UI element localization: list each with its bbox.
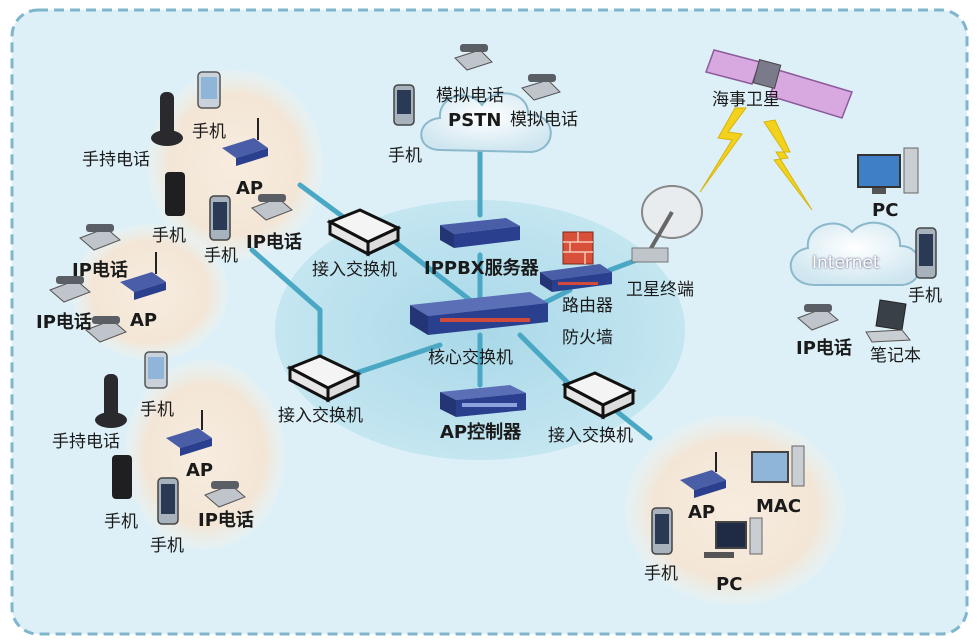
g1-ap-icon: [222, 118, 268, 166]
g1-mobile-b-icon: [165, 172, 185, 216]
g3-mobile-b-icon: [112, 455, 132, 499]
internet-label: Internet: [812, 253, 880, 273]
access-switch-1-label: 接入交换机: [312, 260, 397, 280]
lightning-left-icon: [699, 107, 747, 193]
g4-mobile-icon: [651, 507, 673, 555]
router-label: 路由器: [562, 296, 613, 316]
network-links: [249, 147, 653, 441]
satellite-dish-icon: [631, 185, 703, 263]
g3-mobile-a-label: 手机: [140, 400, 174, 420]
g1-mobile-a-icon: [197, 71, 221, 109]
g4-ap-icon: [680, 452, 726, 498]
g1-handset-icon: [151, 92, 183, 146]
g1-ip-phone-label: IP电话: [246, 232, 302, 253]
ip-phone-right-label: IP电话: [796, 338, 852, 359]
mobile-right-icon: [915, 227, 937, 279]
g1-mobile-b-label: 手机: [152, 226, 186, 246]
mobile-top-label: 手机: [388, 146, 422, 166]
g2-ap-label: AP: [130, 310, 158, 331]
g3-ip-phone-icon: [204, 481, 246, 508]
satellite-icon: [705, 49, 853, 119]
pstn-cloud-icon: [420, 92, 552, 154]
ippbx-server-icon: [440, 218, 520, 248]
g2-ip-phone-a-label: IP电话: [72, 260, 128, 281]
analog-phone-1-icon: [454, 44, 493, 71]
g3-ap-icon: [166, 410, 212, 456]
g3-mobile-a-icon: [144, 351, 168, 389]
ap-controller-icon: [440, 385, 526, 417]
firewall-label: 防火墙: [562, 328, 613, 348]
core-switch-label: 核心交换机: [428, 348, 513, 368]
g3-handset-label: 手持电话: [52, 432, 120, 452]
analog-phone-1-label: 模拟电话: [436, 86, 504, 106]
cluster-zone-4: [625, 415, 845, 605]
g3-mobile-c-icon: [157, 477, 179, 525]
analog-phone-2-icon: [521, 74, 561, 101]
access-switch-3-label: 接入交换机: [548, 426, 633, 446]
g2-ip-phone-b-icon: [49, 276, 91, 303]
access-switch-2-label: 接入交换机: [278, 406, 363, 426]
g4-pc-icon: [704, 517, 763, 558]
g4-ap-label: AP: [688, 502, 716, 523]
g3-ap-label: AP: [186, 460, 214, 481]
g1-ap-label: AP: [236, 178, 264, 199]
satellite-label: 海事卫星: [712, 90, 780, 110]
g4-mobile-label: 手机: [644, 564, 678, 584]
pc-right-icon: [857, 147, 919, 194]
sat-terminal-label: 卫星终端: [626, 280, 694, 300]
g1-mobile-c-label: 手机: [204, 246, 238, 266]
g1-ip-phone-icon: [251, 194, 293, 221]
g2-ap-icon: [120, 252, 166, 300]
ip-phone-right-icon: [797, 304, 839, 331]
pc-right-label: PC: [872, 200, 899, 221]
mobile-right-label: 手机: [908, 286, 942, 306]
lightning-right-icon: [763, 119, 813, 211]
ippbx-label: IPPBX服务器: [424, 258, 539, 279]
access-switch-3-icon: [561, 371, 637, 420]
core-switch-icon: [410, 292, 548, 335]
mobile-phone-top-icon: [393, 84, 415, 126]
g3-ip-phone-label: IP电话: [198, 510, 254, 531]
g3-handset-icon: [95, 374, 127, 428]
g1-mobile-c-icon: [209, 195, 231, 241]
access-switch-2-icon: [286, 354, 362, 403]
ap-controller-label: AP控制器: [440, 422, 522, 443]
g2-ip-phone-c-icon: [85, 316, 127, 343]
g1-handset-label: 手持电话: [82, 150, 150, 170]
laptop-label: 笔记本: [870, 346, 921, 366]
g4-pc-label: PC: [716, 574, 743, 595]
laptop-icon: [865, 299, 911, 343]
g1-mobile-a-label: 手机: [192, 122, 226, 142]
firewall-icon: [562, 231, 594, 265]
g4-mac-label: MAC: [756, 496, 802, 517]
g2-ip-phone-b-label: IP电话: [36, 312, 92, 333]
pstn-label: PSTN: [448, 110, 502, 131]
access-switch-1-icon: [326, 208, 402, 257]
g2-ip-phone-a-icon: [79, 224, 121, 251]
router-icon: [540, 264, 612, 292]
g3-mobile-c-label: 手机: [150, 536, 184, 556]
analog-phone-2-label: 模拟电话: [510, 110, 578, 130]
g3-mobile-b-label: 手机: [104, 512, 138, 532]
g4-mac-icon: [751, 445, 805, 487]
